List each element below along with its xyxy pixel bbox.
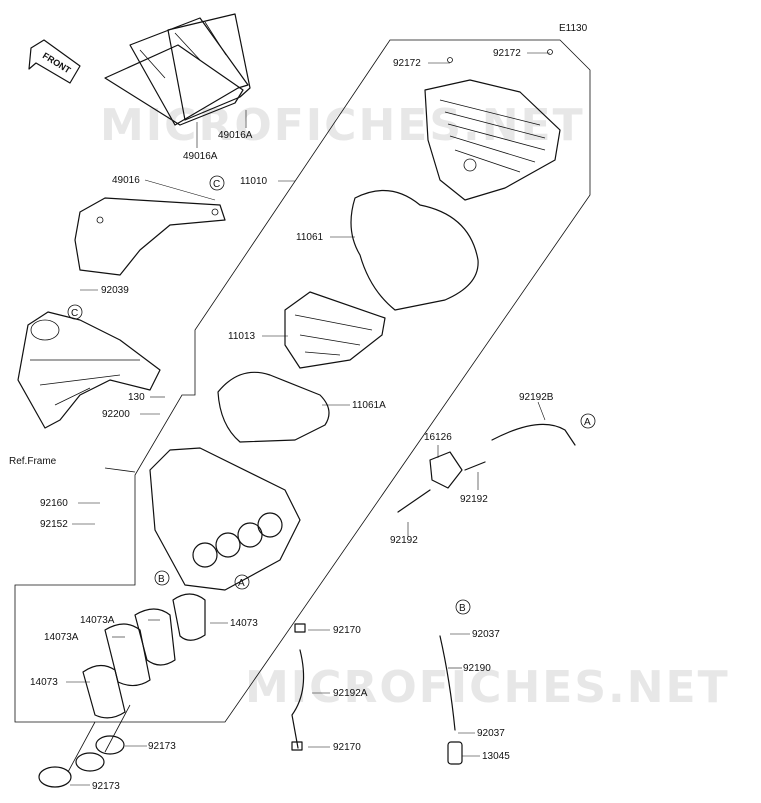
- label-92152: 92152: [40, 519, 68, 530]
- intake-funnels: [82, 593, 206, 719]
- frame-bracket: [17, 311, 161, 429]
- ref-a-base: [234, 574, 250, 590]
- label-49016a-left: 49016A: [183, 151, 218, 162]
- air-cleaner-cover: [424, 49, 561, 201]
- diagram-code: E1130: [559, 23, 588, 34]
- label-49016: 49016: [112, 175, 140, 186]
- air-filter-element: [284, 291, 386, 369]
- hose-clamps: [38, 704, 131, 788]
- drain-hose-and-filter: [439, 635, 463, 765]
- label-92192a: 92192A: [333, 688, 368, 699]
- label-92039: 92039: [101, 285, 129, 296]
- label-92170-upper: 92170: [333, 625, 361, 636]
- label-92190: 92190: [463, 663, 491, 674]
- label-49016a-right: 49016A: [218, 130, 253, 141]
- label-14073-left: 14073: [30, 677, 58, 688]
- label-92173-upper: 92173: [148, 741, 176, 752]
- front-arrow-icon: FRONT: [28, 39, 81, 84]
- ref-a-base-label: A: [238, 578, 245, 589]
- label-92172-left: 92172: [393, 58, 421, 69]
- ref-b-left: [154, 570, 170, 586]
- assembly-frame-outline: [14, 39, 591, 723]
- watermark-bottom: MICROFICHES.NET: [245, 662, 730, 713]
- label-92192-lower: 92192: [390, 535, 418, 546]
- label-14073a-lower: 14073A: [44, 632, 79, 643]
- ref-b-right: [455, 599, 471, 615]
- label-92173-lower: 92173: [92, 781, 120, 792]
- label-92037-upper: 92037: [472, 629, 500, 640]
- label-11061: 11061: [296, 232, 324, 243]
- ref-c-lower-label: C: [71, 308, 78, 319]
- air-cleaner-base: [149, 447, 301, 591]
- ref-b-right-label: B: [459, 603, 466, 614]
- label-92192b: 92192B: [519, 392, 554, 403]
- leader-lines: [66, 52, 550, 786]
- breather-hose: [291, 623, 306, 751]
- ref-c-upper: [209, 175, 225, 191]
- air-duct-panels: [104, 13, 251, 126]
- front-label: FRONT: [41, 50, 73, 75]
- label-92200: 92200: [102, 409, 130, 420]
- label-92160: 92160: [40, 498, 68, 509]
- label-92170-lower: 92170: [333, 742, 361, 753]
- gasket-upper: [350, 189, 479, 311]
- label-14073-right: 14073: [230, 618, 258, 629]
- watermark-top: MICROFICHES.NET: [100, 100, 585, 151]
- label-14073a-upper: 14073A: [80, 615, 115, 626]
- ref-frame-label: Ref.Frame: [9, 456, 57, 467]
- gasket-lower: [217, 371, 330, 443]
- label-16126: 16126: [424, 432, 452, 443]
- label-11010: 11010: [240, 176, 268, 187]
- frame-tick: [104, 467, 136, 473]
- ref-a-right: [580, 413, 596, 429]
- label-11013: 11013: [228, 331, 256, 342]
- label-13045: 13045: [482, 751, 510, 762]
- ref-c-upper-label: C: [213, 179, 220, 190]
- ref-c-lower: [67, 304, 83, 320]
- intake-duct: [74, 197, 226, 276]
- label-92172-right: 92172: [493, 48, 521, 59]
- ref-b-left-label: B: [158, 574, 165, 585]
- label-130: 130: [128, 392, 145, 403]
- label-92192-right: 92192: [460, 494, 488, 505]
- label-92037-lower: 92037: [477, 728, 505, 739]
- valve-assembly: [397, 423, 576, 513]
- ref-a-right-label: A: [584, 417, 591, 428]
- label-11061a: 11061A: [352, 400, 386, 411]
